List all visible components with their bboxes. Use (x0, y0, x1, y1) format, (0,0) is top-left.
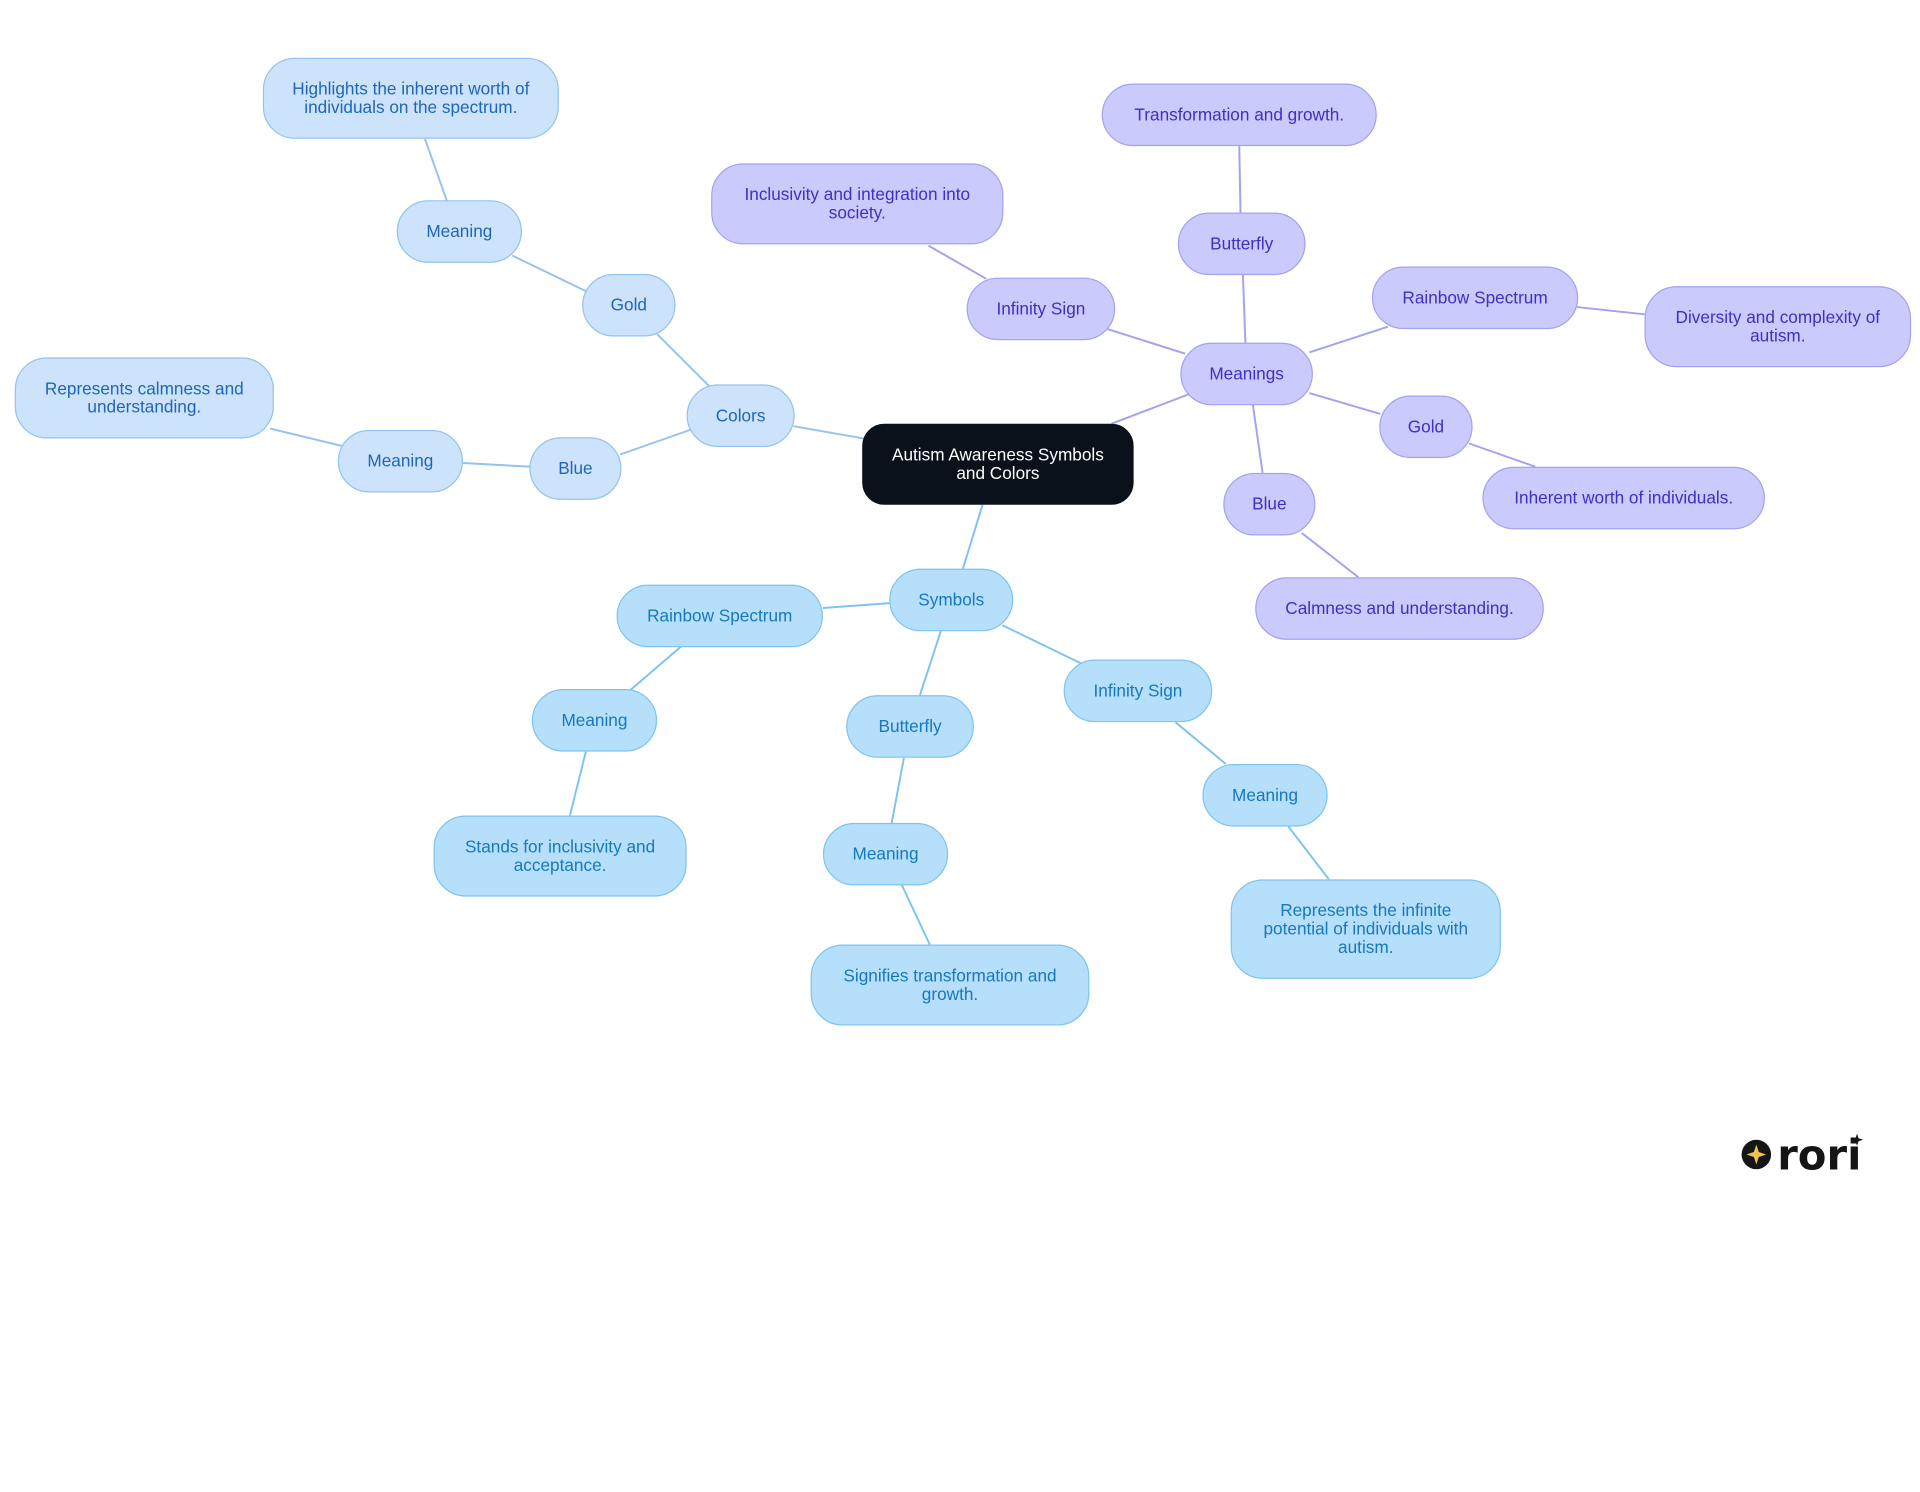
edge-rainbow-meaning-desc (568, 751, 587, 816)
edge-gold-meaning (511, 254, 587, 292)
edge-infinity-meaning-desc (1287, 825, 1330, 880)
colors-gold-desc-node: Highlights the inherent worth of individ… (262, 57, 559, 139)
edge-root-colors (793, 425, 864, 440)
symbols-butterfly-desc-node: Signifies transformation and growth. (810, 944, 1090, 1026)
meanings-rainbow-desc-node: Diversity and complexity of autism. (1644, 286, 1912, 368)
edge-meanings-gold (1308, 392, 1381, 415)
meanings-gold-node: Gold (1379, 395, 1473, 459)
symbols-node: Symbols (889, 568, 1014, 632)
meanings-gold-desc-node: Inherent worth of individuals. (1482, 466, 1765, 530)
colors-node: Colors (686, 384, 795, 448)
meanings-blue-desc-node: Calmness and understanding. (1255, 577, 1544, 640)
edge-meanings-blue (1251, 403, 1264, 473)
colors-gold-meaning-node: Meaning (396, 200, 522, 263)
colors-blue-node: Blue (529, 437, 622, 500)
root-node: Autism Awareness Symbols and Colors (862, 423, 1134, 505)
symbols-infinity-node: Infinity Sign (1063, 659, 1213, 723)
symbols-rainbow-meaning-node: Meaning (531, 689, 658, 752)
meanings-node: Meanings (1180, 342, 1313, 406)
edge-butterfly-meaning (890, 757, 905, 824)
symbols-rainbow-desc-node: Stands for inclusivity and acceptance. (433, 815, 687, 897)
edge-root-symbols (961, 504, 984, 569)
meanings-rainbow-node: Rainbow Spectrum (1371, 266, 1579, 330)
symbols-butterfly-node: Butterfly (846, 695, 974, 758)
logo-wordmark: rori (1777, 1131, 1861, 1175)
edge-butterfly-meaning-desc (900, 883, 931, 945)
rori-logo: rori (1741, 1131, 1864, 1175)
edge-meanings-infinity (1107, 328, 1186, 355)
colors-gold-node: Gold (582, 273, 676, 337)
edge-symbols-infinity (1001, 624, 1082, 665)
meanings-infinity-desc-node: Inclusivity and integration into society… (711, 163, 1004, 245)
logo-sparkle-icon (1850, 1133, 1864, 1146)
mind-map-edges (269, 138, 1646, 945)
symbols-infinity-meaning-node: Meaning (1202, 763, 1328, 827)
edge-meanings-butterfly (1241, 275, 1247, 343)
edge-butterfly-desc (1238, 146, 1242, 213)
meanings-blue-node: Blue (1223, 472, 1316, 536)
edge-blue-meaning (462, 462, 531, 468)
meanings-infinity-node: Infinity Sign (966, 277, 1116, 341)
meanings-butterfly-node: Butterfly (1177, 212, 1306, 276)
sparkle-star-icon (1741, 1139, 1772, 1170)
edge-meanings-rainbow (1308, 325, 1389, 354)
edge-gold-desc (1468, 442, 1536, 468)
symbols-butterfly-meaning-node: Meaning (822, 822, 949, 886)
edge-infinity-desc (928, 244, 987, 280)
colors-blue-meaning-node: Meaning (337, 429, 464, 493)
edge-colors-gold (656, 333, 711, 388)
edge-symbols-butterfly (918, 630, 942, 696)
edge-rainbow-meaning (629, 645, 683, 691)
symbols-infinity-desc-node: Represents the infinite potential of ind… (1230, 879, 1501, 979)
edge-blue-desc (1301, 532, 1359, 579)
edge-infinity-meaning (1174, 721, 1227, 765)
symbols-rainbow-node: Rainbow Spectrum (616, 584, 823, 648)
meanings-butterfly-desc-node: Transformation and growth. (1101, 83, 1377, 147)
edge-gold-meaning-desc (424, 138, 448, 202)
edge-root-meanings (1111, 393, 1190, 425)
edge-blue-meaning-desc (269, 427, 342, 447)
edge-symbols-rainbow (822, 602, 891, 609)
edge-rainbow-desc (1576, 306, 1646, 316)
colors-blue-desc-node: Represents calmness and understanding. (14, 357, 274, 439)
edge-colors-blue (619, 428, 691, 456)
